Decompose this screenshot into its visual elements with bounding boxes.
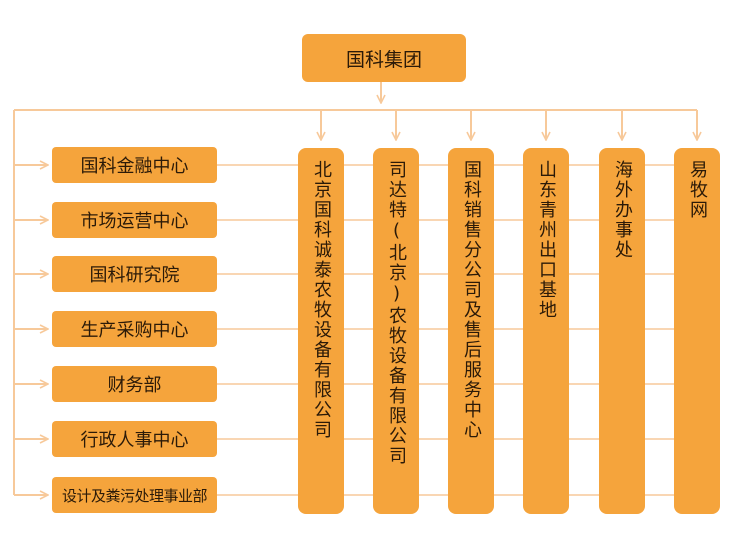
root-label: 国科集团 xyxy=(345,48,422,71)
dept-node-design-waste: 设计及粪污处理事业部 xyxy=(52,477,217,513)
subsidiary-label: 海外办事处 xyxy=(612,160,633,260)
subsidiary-node-guoke-chengtai: 北京国科诚泰农牧设备有限公司 xyxy=(298,148,344,514)
dept-node-production: 生产采购中心 xyxy=(52,311,217,347)
dept-label: 行政人事中心 xyxy=(80,430,189,451)
root-node: 国科集团 xyxy=(302,34,466,82)
dept-label: 财务部 xyxy=(107,375,162,396)
dept-label: 设计及粪污处理事业部 xyxy=(61,486,208,505)
dept-label: 国科研究院 xyxy=(89,265,180,286)
subsidiary-node-sales-service: 国科销售分公司及售后服务中心 xyxy=(448,148,494,514)
dept-node-admin-hr: 行政人事中心 xyxy=(52,421,217,457)
subsidiary-node-qingzhou-export: 山东青州出口基地 xyxy=(523,148,569,514)
dept-node-finance-center: 国科金融中心 xyxy=(52,147,217,183)
subsidiary-label: 山东青州出口基地 xyxy=(536,160,557,320)
subsidiary-node-sidate: 司达特(北京)农牧设备有限公司 xyxy=(373,148,419,514)
subsidiary-node-overseas-office: 海外办事处 xyxy=(599,148,645,514)
dept-label: 国科金融中心 xyxy=(80,156,189,177)
subsidiary-label: 易牧网 xyxy=(687,160,708,220)
dept-node-marketing: 市场运营中心 xyxy=(52,202,217,238)
dept-label: 生产采购中心 xyxy=(80,320,189,341)
dept-node-finance-dept: 财务部 xyxy=(52,366,217,402)
dept-node-research: 国科研究院 xyxy=(52,256,217,292)
subsidiary-label: 国科销售分公司及售后服务中心 xyxy=(461,160,482,440)
subsidiary-node-yimu-net: 易牧网 xyxy=(674,148,720,514)
subsidiary-label: 北京国科诚泰农牧设备有限公司 xyxy=(311,160,332,440)
subsidiary-label: 司达特(北京)农牧设备有限公司 xyxy=(386,160,407,466)
dept-label: 市场运营中心 xyxy=(80,211,189,232)
